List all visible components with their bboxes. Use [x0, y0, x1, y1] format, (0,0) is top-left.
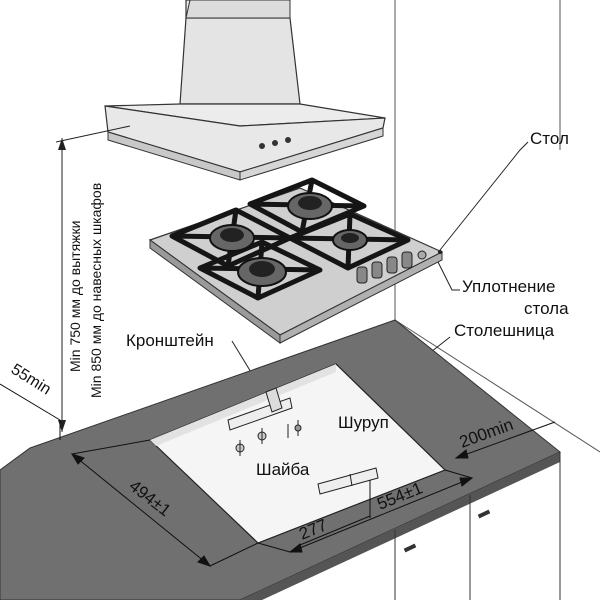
- burners: [209, 192, 368, 287]
- label-seal-line1: Уплотнение: [462, 277, 555, 296]
- dimension-lines: [0, 383, 556, 567]
- range-hood: [104, 0, 386, 181]
- label-table: Стол: [530, 129, 569, 148]
- label-screw: Шуруп: [338, 413, 389, 432]
- label-bracket: Кронштейн: [126, 331, 214, 350]
- bracket-assembly: [227, 387, 379, 495]
- vertical-label-hood: Min 750 мм до вытяжки: [67, 221, 83, 372]
- label-seal-line2: стола: [524, 299, 569, 318]
- label-countertop: Столешница: [454, 321, 555, 340]
- label-washer: Шайба: [256, 460, 310, 479]
- gas-hob: [148, 177, 444, 344]
- knobs: [356, 250, 427, 284]
- vertical-dimension: [55, 125, 131, 432]
- vertical-label-cabinets: Min 850 мм до навесных шкафов: [88, 183, 104, 398]
